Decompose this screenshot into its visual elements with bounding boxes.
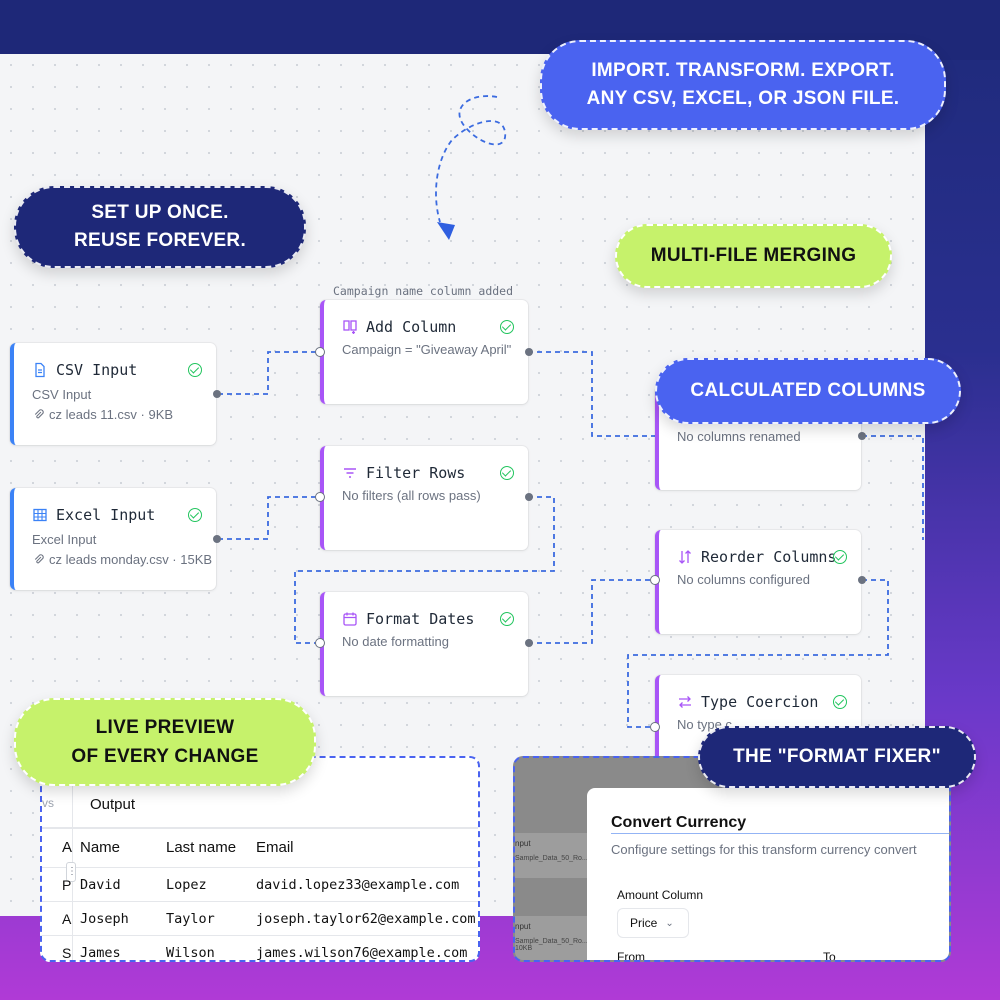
excel-input-node[interactable]: Excel Input Excel Input cz leads monday.… — [10, 488, 216, 590]
reorder-columns-node[interactable]: Reorder Columns No columns configured — [655, 530, 861, 634]
check-circle-icon — [500, 320, 514, 334]
multi-file-merging-callout: MULTI-FILE MERGING — [615, 224, 892, 288]
output-port[interactable] — [525, 493, 533, 501]
output-port[interactable] — [525, 639, 533, 647]
output-title: Output — [90, 796, 136, 813]
decorative-curly-arrow — [435, 95, 506, 223]
tab-fragment[interactable]: vs — [42, 796, 54, 810]
column-header[interactable]: Email — [256, 839, 294, 856]
output-port[interactable] — [525, 348, 533, 356]
node-title: Format Dates — [366, 610, 475, 628]
add-column-node[interactable]: Add Column Campaign = "Giveaway April" — [320, 300, 528, 404]
add-column-caption: Campaign name column added — [333, 284, 514, 298]
calculated-columns-callout: CALCULATED COLUMNS — [655, 358, 961, 424]
file-icon — [35, 362, 45, 378]
csv-input-node[interactable]: CSV Input CSV Input cz leads 11.csv · 9K… — [10, 343, 216, 445]
edge-filter-dates — [294, 496, 555, 644]
node-subtitle: No date formatting — [342, 634, 449, 649]
dialog-title: Convert Currency — [611, 814, 747, 831]
sort-arrows-icon — [679, 550, 691, 564]
check-circle-icon — [833, 695, 847, 709]
column-header[interactable]: Name — [80, 839, 121, 856]
table-row[interactable]: A Joseph Taylor joseph.taylor62@example.… — [42, 902, 478, 936]
input-port[interactable] — [315, 638, 325, 648]
node-subtitle: Campaign = "Giveaway April" — [342, 342, 512, 357]
node-title: Reorder Columns — [701, 548, 837, 566]
input-port[interactable] — [650, 575, 660, 585]
convert-currency-panel: nput Sample_Data_50_Ro... nput Sample_Da… — [513, 756, 951, 962]
edge-addcolumn-rename — [528, 351, 655, 437]
amount-column-label: Amount Column — [617, 888, 704, 902]
node-subtitle: Excel Input — [32, 532, 97, 547]
live-preview-callout: LIVE PREVIEW OF EVERY CHANGE — [14, 698, 316, 786]
input-port[interactable] — [315, 347, 325, 357]
amount-column-select[interactable]: Price ⌄ — [617, 908, 689, 938]
arrow-head-icon — [437, 222, 455, 240]
check-circle-icon — [188, 363, 202, 377]
table-grid-icon — [33, 508, 47, 522]
input-port[interactable] — [315, 492, 325, 502]
dialog-description: Configure settings for this transform cu… — [611, 842, 917, 857]
node-title: Type Coercion — [701, 693, 819, 711]
calendar-icon — [343, 612, 357, 626]
settings-dialog[interactable]: Convert Currency Configure settings for … — [587, 788, 949, 962]
edge-csv-addcolumn — [218, 351, 320, 395]
node-subtitle: No columns configured — [677, 572, 810, 587]
output-port[interactable] — [858, 432, 866, 440]
to-label: To — [823, 950, 836, 962]
add-column-icon — [343, 320, 357, 334]
check-circle-icon — [500, 466, 514, 480]
paperclip-icon — [34, 554, 44, 564]
swap-arrows-icon — [679, 696, 691, 708]
edge-dates-reorder — [528, 579, 655, 644]
node-title: Add Column — [366, 318, 457, 336]
node-title: Filter Rows — [366, 464, 466, 482]
output-port[interactable] — [213, 535, 221, 543]
column-resize-handle[interactable]: ⋮ — [66, 862, 77, 882]
node-subtitle: No filters (all rows pass) — [342, 488, 481, 503]
setup-once-callout: SET UP ONCE. REUSE FOREVER. — [14, 186, 306, 268]
output-port[interactable] — [213, 390, 221, 398]
format-fixer-callout: THE "FORMAT FIXER" — [698, 726, 976, 788]
node-subtitle: No columns renamed — [677, 429, 801, 444]
node-subtitle: CSV Input — [32, 387, 92, 402]
output-port[interactable] — [858, 576, 866, 584]
column-header: A — [62, 839, 73, 856]
import-transform-export-callout: IMPORT. TRANSFORM. EXPORT. ANY CSV, EXCE… — [540, 40, 946, 130]
check-circle-icon — [188, 508, 202, 522]
input-port[interactable] — [650, 722, 660, 732]
check-circle-icon — [500, 612, 514, 626]
column-header[interactable]: Last name — [166, 839, 237, 856]
from-label: From — [617, 950, 645, 962]
node-title: CSV Input — [56, 361, 138, 379]
edge-rename-right — [862, 435, 924, 540]
file-info: cz leads monday.csv · 15KB — [49, 552, 213, 567]
output-preview-panel: vs Output A Name Last name Email ⋮ P Dav… — [40, 756, 480, 962]
format-dates-node[interactable]: Format Dates No date formatting — [320, 592, 528, 696]
edge-reorder-coercion — [627, 579, 889, 728]
node-title: Excel Input — [56, 506, 156, 524]
chevron-down-icon: ⌄ — [665, 917, 674, 929]
table-row[interactable]: S James Wilson james.wilson76@example.co… — [42, 936, 478, 960]
filter-rows-node[interactable]: Filter Rows No filters (all rows pass) — [320, 446, 528, 550]
check-circle-icon — [833, 550, 847, 564]
table-row[interactable]: P David Lopez david.lopez33@example.com — [42, 868, 478, 902]
filter-icon — [344, 468, 356, 478]
paperclip-icon — [34, 409, 44, 419]
file-info: cz leads 11.csv · 9KB — [49, 407, 174, 422]
edge-excel-filter — [218, 496, 320, 540]
table-header: A Name Last name Email — [42, 828, 478, 868]
